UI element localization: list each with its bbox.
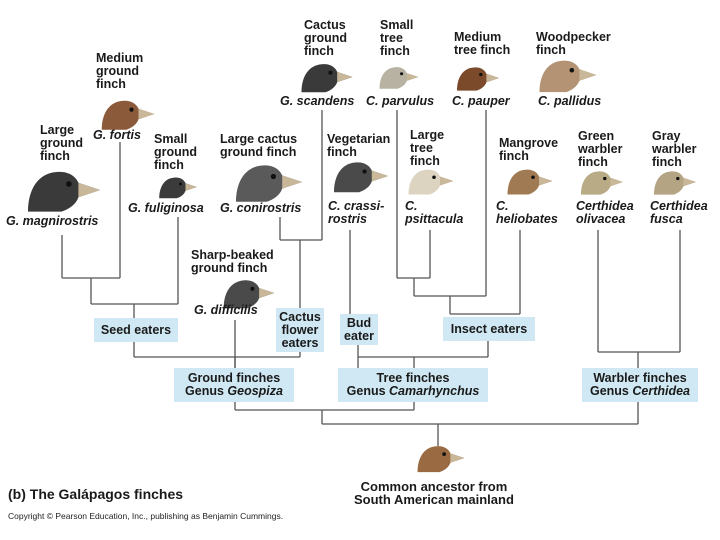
finch-head-icon — [378, 64, 420, 90]
common-name-scandens: Cactus ground finch — [304, 18, 348, 58]
genus-box-tree-title: Tree finches — [376, 371, 450, 385]
copyright-notice: Copyright © Pearson Education, Inc., pub… — [8, 511, 284, 521]
common-name-difficilis: Sharp-beaked ground finch — [191, 248, 274, 275]
genus-prefix: Genus — [185, 384, 228, 398]
species-fortis: G. fortis — [93, 128, 141, 142]
finch-head-icon — [100, 96, 156, 132]
diet-box-insect-eaters: Insect eaters — [443, 317, 535, 341]
diet-box-seed-eaters: Seed eaters — [94, 318, 178, 342]
finch-head-icon — [454, 64, 502, 92]
genus-box-warbler-genus-line: Genus Certhidea — [590, 385, 690, 398]
common-name-heliobates: Mangrove finch — [499, 136, 559, 163]
common-name-magnirostris: Large ground finch — [40, 123, 84, 163]
species-magnirostris: G. magnirostris — [6, 214, 99, 228]
species-crassirostris: C. crassi- rostris — [328, 199, 385, 226]
figure-caption: (b) The Galápagos finches — [8, 486, 184, 502]
finch-head-icon — [536, 56, 600, 94]
common-ancestor-label: Common ancestor from South American main… — [354, 479, 514, 507]
genus-box-warbler-title: Warbler finches — [593, 371, 687, 385]
species-pauper: C. pauper — [452, 94, 510, 108]
genus-box-ground-title: Ground finches — [187, 371, 281, 385]
species-difficilis: G. difficilis — [194, 303, 258, 317]
common-name-parvulus: Small tree finch — [380, 18, 414, 58]
finch-head-icon — [416, 440, 466, 476]
species-parvulus: C. parvulus — [366, 94, 435, 108]
common-name-pallidus: Woodpecker finch — [536, 30, 611, 57]
species-fuliginosa: G. fuliginosa — [128, 201, 204, 215]
genus-box-tree-finches: Tree finches Genus Camarhynchus — [338, 368, 488, 402]
species-conirostris: G. conirostris — [220, 201, 302, 215]
common-name-psittacula: Large tree finch — [410, 128, 445, 168]
species-heliobates: C. heliobates — [496, 199, 558, 226]
species-olivacea: Certhidea olivacea — [576, 199, 634, 226]
species-pallidus: C. pallidus — [538, 94, 602, 108]
finch-head-icon — [404, 166, 458, 196]
genus-box-ground-genus-line: Genus Geospiza — [185, 385, 283, 398]
genus-prefix: Genus — [346, 384, 390, 398]
common-name-crassirostris: Vegetarian finch — [327, 132, 391, 159]
species-fusca: Certhidea fusca — [650, 199, 708, 226]
genus-name: Certhidea — [632, 384, 691, 398]
genus-name: Geospiza — [227, 384, 283, 398]
species-psittacula: C. psittacula — [405, 199, 464, 226]
common-name-olivacea: Green warbler finch — [578, 129, 623, 169]
genus-prefix: Genus — [589, 384, 633, 398]
diet-box-bud-eater: Bud eater — [340, 314, 378, 345]
diet-box-cactus-flower-eaters: Cactus flower eaters — [276, 308, 324, 352]
genus-box-tree-genus-line: Genus Camarhynchus — [347, 385, 480, 398]
common-name-fusca: Gray warbler finch — [652, 129, 697, 169]
finch-head-icon — [330, 158, 392, 194]
finch-head-icon — [158, 174, 198, 200]
finch-head-icon — [578, 168, 626, 196]
genus-box-warbler-finches: Warbler finches Genus Certhidea — [582, 368, 698, 402]
finch-head-icon — [502, 166, 558, 196]
finch-head-icon — [22, 166, 106, 214]
common-name-pauper: Medium tree finch — [454, 30, 511, 57]
genus-name: Camarhynchus — [389, 384, 480, 398]
common-name-conirostris: Large cactus ground finch — [220, 132, 298, 159]
finch-head-icon — [228, 160, 310, 204]
genus-box-ground-finches: Ground finches Genus Geospiza — [174, 368, 294, 402]
common-name-fortis: Medium ground finch — [96, 51, 144, 91]
species-scandens: G. scandens — [280, 94, 355, 108]
common-name-fuliginosa: Small ground finch — [154, 132, 198, 172]
finch-head-icon — [296, 60, 358, 94]
finch-head-icon — [650, 168, 700, 196]
